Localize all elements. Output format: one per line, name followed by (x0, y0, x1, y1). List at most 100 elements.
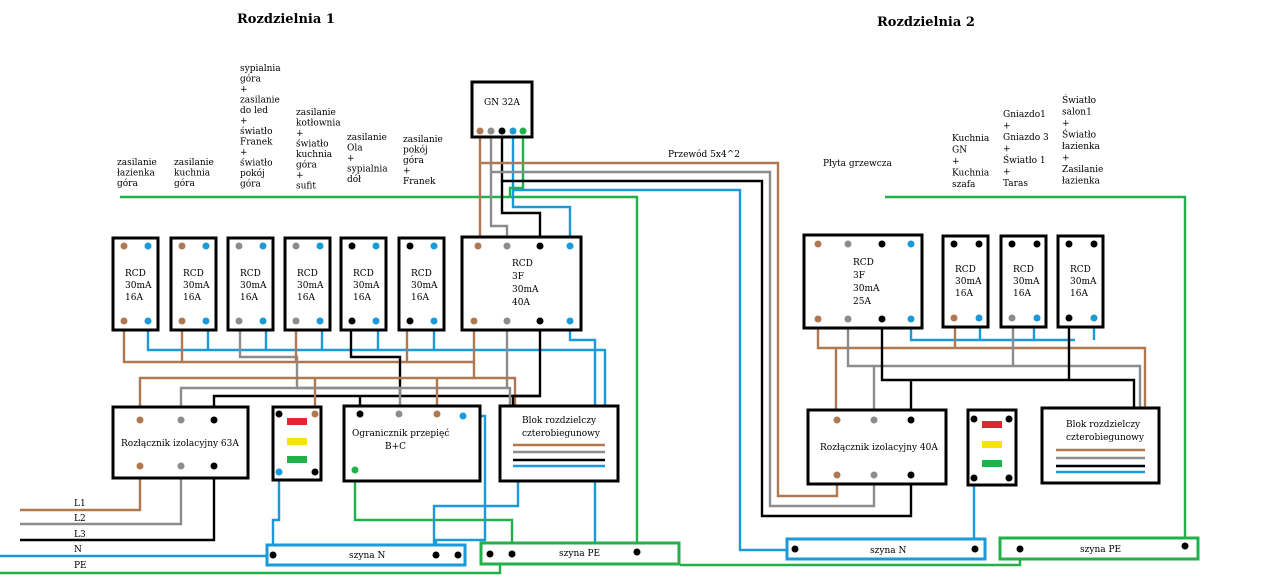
plyta-label: Płyta grzewcza (823, 159, 893, 169)
rcd-r1-5-text: 30mA (353, 281, 380, 291)
rcd-3f-r1-l1: RCD (512, 259, 533, 269)
n-bus-r2: szyna N (785, 537, 987, 561)
wires (0, 131, 1187, 575)
rcd-r1-5-text: 16A (353, 293, 371, 303)
rcd-r1-1-text: 30mA (125, 281, 152, 291)
rcd-r2-1-text: RCD (955, 265, 976, 275)
rcd-r1-2-text: 30mA (183, 281, 210, 291)
rcd-r1-4-text: 30mA (297, 281, 324, 291)
circuit-r1-3-line: światło (240, 126, 273, 137)
gn-32a-box: GN 32A (470, 80, 534, 139)
circuit-r2-2-line: Taras (1003, 179, 1028, 189)
circuit-r2-1-line: szafa (952, 180, 976, 190)
rcd-3f-r1-l2: 3F (512, 272, 524, 282)
circuit-r2-3-line: Światło (1062, 94, 1096, 106)
circuit-r2-3-line: salon1 (1062, 108, 1092, 118)
circuit-r2-1-line: Kuchnia (952, 169, 990, 179)
circuit-r2-1-line: Kuchnia (952, 134, 990, 144)
line-label-l1: L1 (74, 499, 86, 509)
circuit-r1-5-line: Ola (347, 144, 363, 154)
phase-indicator-r1 (271, 405, 323, 482)
n-bus-r1: szyna N (265, 543, 467, 567)
pe-bus-r1-label: szyna PE (559, 549, 600, 559)
circuit-r2-2-line: + (1003, 145, 1011, 155)
circuit-r1-4-line: + (296, 171, 304, 181)
rcd-3f-r1-l4: 40A (512, 298, 530, 308)
surge-protector: Ogranicznik przepięć B+C (342, 404, 482, 483)
blok-r1-label-2: czterobiegunowy (522, 429, 601, 439)
rcd-r2-1-text: 30mA (955, 277, 982, 287)
circuit-r1-6-line: Franek (403, 177, 436, 187)
circuit-r2-3-line: + (1062, 154, 1070, 164)
circuit-r1-3-line: zasilanie (240, 96, 280, 106)
rcd-r2-3-text: 16A (1070, 289, 1088, 299)
line-label-n: N (74, 545, 82, 555)
pe-bus-r1: szyna PE (479, 541, 681, 566)
circuit-r1-4-line: zasilanie (296, 108, 336, 118)
circuit-r2-2-line: Światło 1 (1003, 154, 1046, 166)
circuit-r2-3-line: Światło (1062, 129, 1096, 141)
circuit-r1-1-line: góra (117, 178, 138, 189)
rcd-r2-3-text: RCD (1070, 265, 1091, 275)
switch-63a-label: Rozłącznik izolacyjny 63A (121, 439, 239, 449)
n-bus-r1-label: szyna N (349, 551, 385, 561)
gn-label: GN 32A (484, 98, 520, 108)
circuit-r1-3-line: pokój (240, 168, 265, 179)
rcd-r2-1-text: 16A (955, 289, 973, 299)
circuit-r2-3-line: łazienka (1062, 177, 1100, 187)
rcd-3f-r2-l4: 25A (853, 297, 871, 307)
spd-label-1: Ogranicznik przepięć (352, 428, 449, 439)
rcd-3f-r2-l1: RCD (853, 258, 874, 268)
rcd-3f-r1: RCD 3F 30mA 40A (460, 235, 583, 332)
circuit-r1-4-line: światło (296, 139, 329, 150)
circuit-r2-2-line: Gniazdo1 (1003, 110, 1046, 120)
circuit-r1-5-line: dół (347, 174, 361, 185)
rcd-group-r1: RCD30mA16ARCD30mA16ARCD30mA16ARCD30mA16A… (111, 236, 446, 332)
rcd-r2-1: RCD 30mA 16A (941, 234, 990, 329)
rcd-r1-2-text: RCD (183, 269, 204, 279)
switch-40a-label: Rozłącznik izolacyjny 40A (820, 443, 938, 453)
circuit-r1-3-line: do led (240, 106, 268, 116)
circuit-labels-r1: zasilaniełazienkagórazasilaniekuchniagór… (117, 64, 443, 192)
pe-bus-r2: szyna PE (998, 536, 1200, 561)
rcd-r2-3-text: 30mA (1070, 277, 1097, 287)
circuit-r1-1-line: zasilanie (117, 158, 157, 168)
circuit-r2-2-line: + (1003, 168, 1011, 178)
circuit-r2-3-line: Zasilanie (1062, 165, 1103, 175)
blok-r2-label-2: czterobiegunowy (1066, 433, 1145, 443)
circuit-r1-3-line: + (240, 148, 248, 158)
phase-indicator-r2 (966, 408, 1018, 487)
circuit-r1-3-line: góra (240, 179, 261, 190)
rcd-r1-6-text: RCD (411, 269, 432, 279)
circuit-r1-3-line: światło (240, 158, 273, 169)
cable-label: Przewód 5x4^2 (668, 149, 740, 160)
title-rozdzielnia-2: Rozdzielnia 2 (877, 15, 975, 30)
title-rozdzielnia-1: Rozdzielnia 1 (237, 12, 335, 27)
line-label-l2: L2 (74, 514, 86, 524)
rcd-r1-6-text: 30mA (411, 281, 438, 291)
rcd-r2-3: RCD 30mA 16A (1056, 234, 1105, 329)
pe-bus-r2-label: szyna PE (1080, 545, 1121, 555)
spd-label-2: B+C (385, 442, 406, 452)
rcd-3f-r2-l2: 3F (853, 271, 865, 281)
rcd-r1-6-text: 16A (411, 293, 429, 303)
circuit-r1-6-line: zasilanie (403, 135, 443, 145)
circuit-r1-3-line: + (240, 85, 248, 95)
switch-63a: Rozłącznik izolacyjny 63A (111, 405, 250, 480)
rcd-r1-6: RCD 30mA 16A (397, 236, 446, 332)
rcd-r1-4-text: RCD (297, 269, 318, 279)
rcd-r1-5-text: RCD (353, 269, 374, 279)
circuit-r2-3-line: łazienka (1062, 142, 1100, 152)
rcd-r1-3-text: RCD (240, 269, 261, 279)
rcd-r1-3-text: 30mA (240, 281, 267, 291)
circuit-r1-5-line: sypialnia (347, 165, 388, 175)
circuit-r1-6-line: góra (403, 155, 424, 166)
circuit-r1-6-line: + (403, 167, 411, 177)
rcd-r1-1-text: RCD (125, 269, 146, 279)
